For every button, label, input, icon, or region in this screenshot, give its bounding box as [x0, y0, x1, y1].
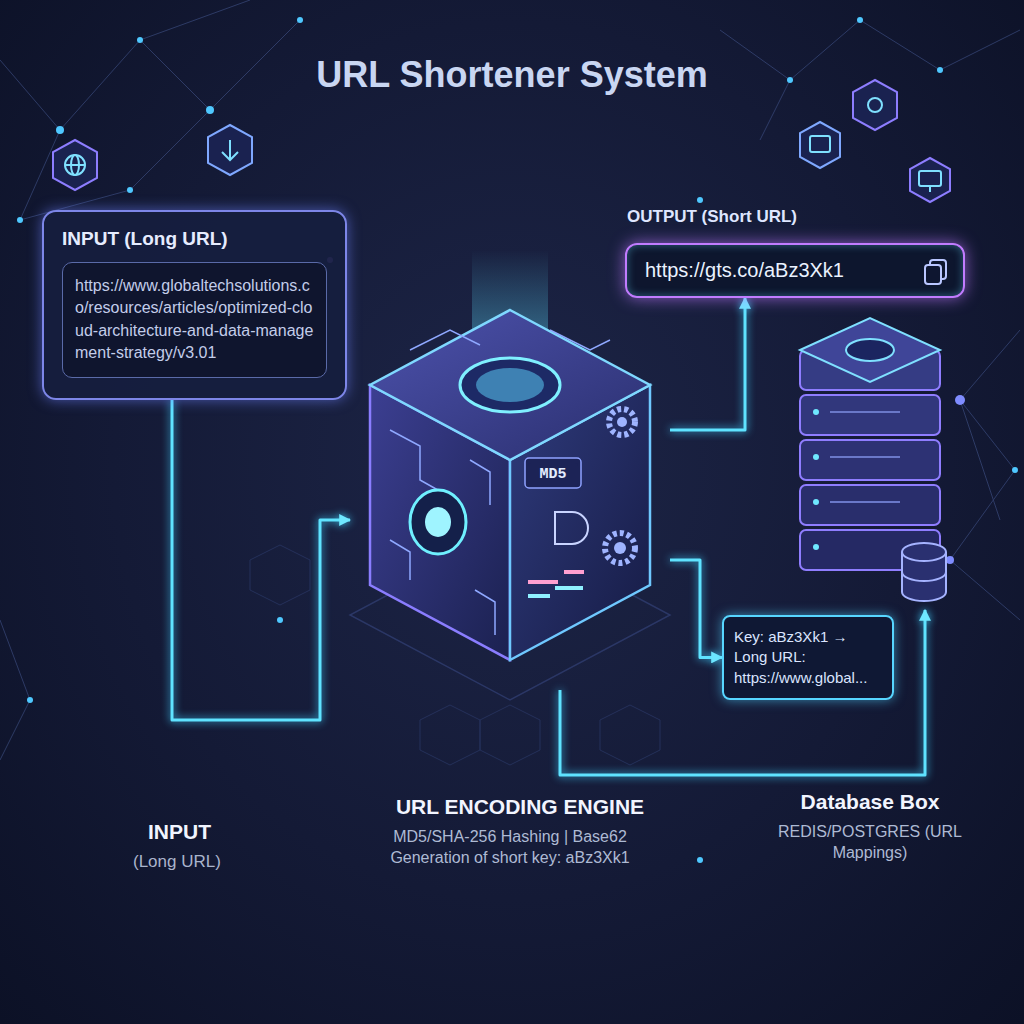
output-heading: OUTPUT (Short URL) — [627, 207, 797, 227]
engine-subtitle: MD5/SHA-256 Hashing | Base62 Generation … — [360, 827, 660, 869]
flow-connector — [172, 400, 350, 720]
hex-icon — [53, 140, 97, 190]
database-stack — [790, 310, 950, 610]
encoding-cube — [350, 290, 670, 690]
db-title: Database Box — [770, 790, 970, 814]
input-panel: INPUT (Long URL) https://www.globaltechso… — [42, 210, 347, 400]
panel-heading: INPUT (Long URL) — [62, 228, 327, 250]
mapping-card: Key: aBz3Xk1 → Long URL: https://www.glo… — [722, 615, 894, 700]
copy-icon — [921, 256, 951, 286]
url-field: https://www.globaltechsolutions.co/resou… — [62, 262, 327, 378]
flow-connector — [560, 610, 925, 775]
network-dots — [17, 17, 1018, 863]
hex-icon — [800, 122, 840, 168]
hex-icon — [853, 80, 897, 130]
long-url: https://www.globaltechsolutions.co/resou… — [75, 275, 314, 365]
diagram-title: URL Shortener System — [0, 54, 1024, 96]
db-subtitle: REDIS/POSTGRES (URL Mappings) — [770, 822, 970, 864]
flow-connector — [670, 560, 722, 657]
encoding-engine: URL ENCODING ENGINEMD5/SHA-256 Hashing |… — [350, 290, 670, 690]
flow-connector — [670, 298, 745, 430]
database-box: Database BoxREDIS/POSTGRES (URL Mappings… — [790, 310, 950, 610]
mapping-text: Key: aBz3Xk1 → Long URL: https://www.glo… — [734, 627, 882, 688]
network-lines — [0, 0, 1020, 760]
short-url: https://gts.co/aBz3Xk1 — [645, 259, 907, 282]
input-caption: INPUT — [148, 820, 211, 844]
engine-title: URL ENCODING ENGINE — [300, 795, 740, 819]
hex-icon — [910, 158, 950, 202]
md5-label: MD5 — [528, 463, 578, 486]
hex-icon — [208, 125, 252, 175]
output-box: OUTPUT (Short URL)https://gts.co/aBz3Xk1 — [625, 243, 965, 298]
input-subcaption: (Long URL) — [133, 852, 221, 872]
